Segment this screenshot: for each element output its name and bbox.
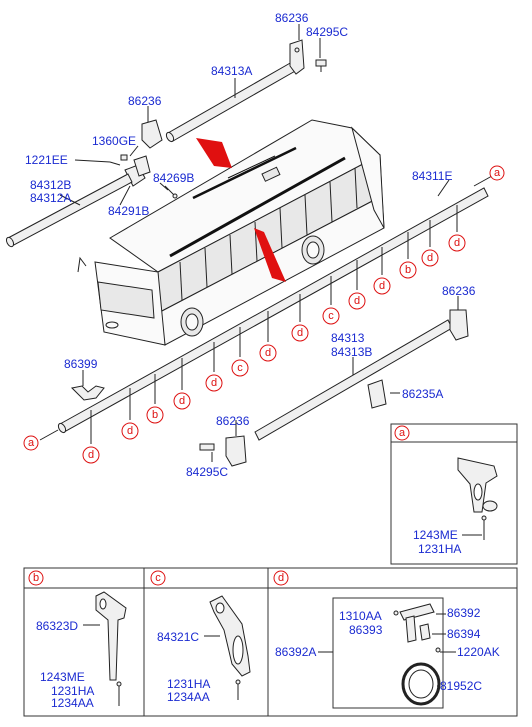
part-86393[interactable] [405,615,417,643]
svg-text:d: d [265,347,271,359]
label-1310aa[interactable]: 1310AA [339,609,382,623]
label-1231ha-b[interactable]: 1231HA [51,684,94,698]
bracket-b[interactable] [95,591,127,681]
bolt-84295c-bottom[interactable] [199,443,215,451]
svg-text:b: b [405,264,411,276]
clip-86399[interactable] [70,385,105,401]
part-86394[interactable] [419,623,431,641]
label-84312a[interactable]: 84312A [30,191,71,205]
label-86236-top[interactable]: 86236 [275,11,309,25]
callout-pin-d[interactable]: d [259,344,277,362]
svg-text:a: a [28,437,35,449]
callout-pin-d[interactable]: d [291,324,309,342]
callout-pin-d[interactable]: d [121,422,139,440]
main-part-labels: 86236 84295C 84313A 86236 1360GE 1221EE … [25,11,476,479]
detail-panels-bottom: b 86323D 1243ME 1231HA 1234AA c 84321C 1… [23,567,518,717]
callout-pin-d[interactable]: d [348,292,366,310]
svg-text:d: d [211,377,217,389]
label-86393[interactable]: 86393 [349,623,383,637]
label-1231ha-c[interactable]: 1231HA [167,677,210,691]
label-86236-bottom[interactable]: 86236 [216,414,250,428]
label-84313b[interactable]: 84313B [331,345,372,359]
bracket-86235a[interactable] [367,379,387,409]
svg-text:d: d [427,252,433,264]
callout-pin-c[interactable]: c [322,307,340,325]
bus-front [351,126,385,229]
label-86236-mid[interactable]: 86236 [128,94,162,108]
label-86392a[interactable]: 86392A [275,645,316,659]
label-84311e[interactable]: 84311E [412,169,452,183]
red-pointer-top [196,138,232,168]
lower-rail-assembly [39,175,493,467]
svg-text:d: d [127,425,133,437]
label-84291b[interactable]: 84291B [108,204,149,218]
label-81952c[interactable]: 81952C [440,679,482,693]
svg-text:a: a [494,167,501,179]
clip-1360ge[interactable] [120,154,128,161]
callout-pin-d[interactable]: d [205,374,223,392]
screw-1221ee[interactable] [109,161,121,166]
label-86323d[interactable]: 86323D [36,619,78,633]
label-1243me-a[interactable]: 1243ME [413,528,458,542]
svg-text:b: b [152,409,158,421]
label-84269b[interactable]: 84269B [153,171,194,185]
bracket-86236-bottom[interactable] [225,435,247,467]
svg-text:d: d [354,295,360,307]
callout-pin-c[interactable]: c [231,359,249,377]
svg-text:c: c [328,310,334,322]
detail-panel-a: a 1243ME 1231HA [390,423,518,565]
callout-pin-d[interactable]: d [448,234,466,252]
screw-1310aa[interactable] [393,610,399,616]
label-1234aa-c[interactable]: 1234AA [167,690,210,704]
label-86236-right[interactable]: 86236 [442,284,476,298]
label-84321c[interactable]: 84321C [157,630,199,644]
panel-c-tag: c [155,572,161,584]
bus-body [77,119,385,346]
callout-a-left[interactable]: a [23,435,39,451]
label-86394[interactable]: 86394 [447,627,481,641]
callout-pin-d[interactable]: d [173,392,191,410]
bracket-86236-mid[interactable] [141,119,163,149]
label-84295c-bottom[interactable]: 84295C [186,465,228,479]
callout-pin-d[interactable]: d [82,446,100,464]
label-84295c-top[interactable]: 84295C [306,25,348,39]
label-1360ge[interactable]: 1360GE [92,134,136,148]
panel-a-tag: a [399,427,406,439]
callout-a-right[interactable]: a [489,165,505,181]
svg-text:d: d [297,327,303,339]
panel-d-tag: d [278,572,284,584]
main-callouts: a a d d b d d c d d c d d b d d [23,165,505,464]
upper-rail-assembly [5,24,327,248]
label-1234aa-b[interactable]: 1234AA [51,696,94,710]
red-pointer-mid [254,228,286,282]
screw-1220ak[interactable] [435,647,441,653]
svg-text:d: d [179,395,185,407]
callout-pin-d[interactable]: d [373,277,391,295]
svg-text:c: c [237,362,243,374]
svg-text:d: d [379,280,385,292]
bracket-86236-top[interactable] [289,39,305,75]
callout-pin-b[interactable]: b [146,406,164,424]
bracket-86236-right[interactable] [449,309,469,341]
bolt-84295c-top[interactable] [315,59,327,67]
svg-text:d: d [454,237,460,249]
label-1221ee[interactable]: 1221EE [25,153,68,167]
callout-pin-d[interactable]: d [421,249,439,267]
label-86392[interactable]: 86392 [447,606,481,620]
svg-text:d: d [88,449,94,461]
part-86392[interactable] [399,603,435,621]
label-1220ak[interactable]: 1220AK [457,645,500,659]
label-86399[interactable]: 86399 [64,357,98,371]
panel-b-tag: b [33,572,39,584]
label-84312b[interactable]: 84312B [30,178,71,192]
label-84313a[interactable]: 84313A [211,64,252,78]
label-1231ha-a[interactable]: 1231HA [418,542,461,556]
label-1243me-b[interactable]: 1243ME [40,670,85,684]
label-86235a[interactable]: 86235A [402,387,443,401]
callout-pin-b[interactable]: b [399,261,417,279]
label-84313[interactable]: 84313 [331,331,365,345]
